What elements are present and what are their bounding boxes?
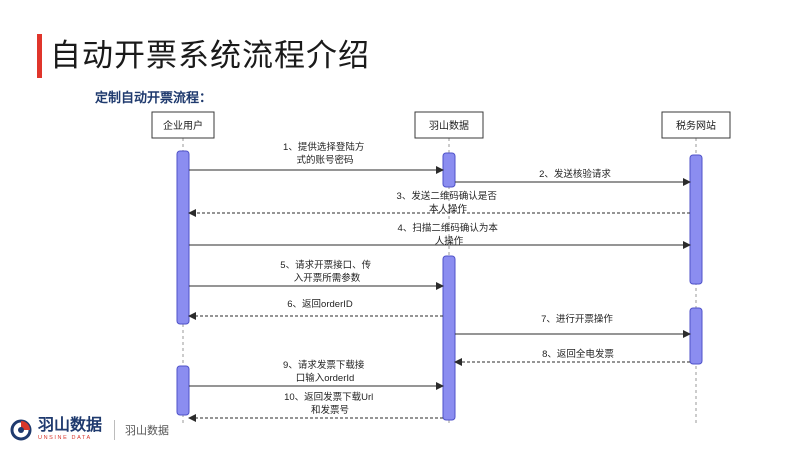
message-5-line-2: 入开票所需参数 — [294, 272, 361, 284]
slide-title: 自动开票系统流程介绍 — [50, 38, 370, 73]
svg-text:5、请求开票接口、传 入开票所需参数: 5、请求开票接口、传 入开票所需参数 — [280, 259, 373, 284]
brand-separator — [114, 419, 116, 440]
message-1: 1、提供选择登陆方 式的账号密码 — [189, 141, 444, 174]
brand-footer: 羽山数据 UNSINE DATA 羽山数据 — [10, 418, 169, 442]
svg-text:2、发送核验请求: 2、发送核验请求 — [539, 168, 611, 180]
message-2: 2、发送核验请求 — [455, 168, 691, 186]
yushan-logo-icon — [10, 419, 32, 441]
message-8-line-1: 8、返回全电发票 — [542, 348, 614, 360]
svg-text:1、提供选择登陆方 式的账号密码: 1、提供选择登陆方 式的账号密码 — [283, 141, 367, 166]
brand-en: UNSINE DATA — [38, 435, 92, 441]
svg-text:7、进行开票操作: 7、进行开票操作 — [541, 313, 613, 325]
message-3-line-1: 3、发送二维码确认是否 — [397, 190, 498, 202]
slide-subtitle: 定制自动开票流程： — [95, 90, 213, 105]
activation-user-1 — [176, 150, 190, 325]
activation-tax-2 — [689, 307, 703, 365]
message-10-line-2: 和发票号 — [311, 404, 349, 416]
message-6-line-1: 6、返回orderID — [287, 298, 353, 310]
activation-tax-1 — [689, 154, 703, 285]
activation-yushan-1 — [442, 152, 456, 188]
message-4-line-2: 人操作 — [435, 235, 464, 247]
message-4-line-1: 4、扫描二维码确认为本 — [398, 222, 499, 234]
message-2-line-1: 2、发送核验请求 — [539, 168, 611, 180]
actor-label-tax-website: 税务网站 — [676, 119, 716, 132]
actor-label-yushan-data: 羽山数据 — [429, 119, 469, 132]
message-1-line-1: 1、提供选择登陆方 — [283, 141, 364, 153]
actor-yushan-data: 羽山数据 — [414, 111, 484, 139]
brand-text: 羽山数据 UNSINE DATA — [38, 418, 102, 442]
svg-text:10、返回发票下载Url 和发票号: 10、返回发票下载Url 和发票号 — [284, 391, 376, 416]
message-9-line-1: 9、请求发票下载接 — [283, 359, 365, 371]
message-6: 6、返回orderID — [188, 298, 443, 320]
actor-enterprise-user: 企业用户 — [151, 111, 215, 139]
message-10: 10、返回发票下载Url 和发票号 — [188, 391, 443, 422]
message-5: 5、请求开票接口、传 入开票所需参数 — [189, 259, 444, 290]
svg-text:9、请求发票下载接 口输入orderId: 9、请求发票下载接 口输入orderId — [283, 359, 367, 384]
title-accent-bar — [37, 34, 42, 78]
svg-text:3、发送二维码确认是否 本人操作: 3、发送二维码确认是否 本人操作 — [397, 190, 500, 215]
message-3: 3、发送二维码确认是否 本人操作 — [188, 190, 690, 217]
svg-text:4、扫描二维码确认为本 人操作: 4、扫描二维码确认为本 人操作 — [398, 222, 501, 247]
activation-yushan-2 — [442, 255, 456, 421]
message-9: 9、请求发票下载接 口输入orderId — [189, 359, 444, 390]
actor-tax-website: 税务网站 — [661, 111, 731, 139]
message-4: 4、扫描二维码确认为本 人操作 — [189, 222, 691, 249]
message-7: 7、进行开票操作 — [455, 313, 691, 338]
message-3-line-2: 本人操作 — [429, 203, 468, 215]
message-10-line-1: 10、返回发票下载Url — [284, 391, 373, 403]
brand-sub: 羽山数据 — [125, 424, 170, 437]
svg-text:6、返回orderID: 6、返回orderID — [287, 298, 353, 310]
message-8: 8、返回全电发票 — [454, 348, 690, 366]
activation-user-2 — [176, 365, 190, 416]
brand-name: 羽山数据 — [38, 417, 103, 434]
message-9-line-2: 口输入orderId — [296, 372, 355, 384]
svg-text:8、返回全电发票: 8、返回全电发票 — [542, 348, 614, 360]
message-7-line-1: 7、进行开票操作 — [541, 313, 613, 325]
actor-label-enterprise-user: 企业用户 — [163, 119, 203, 132]
message-5-line-1: 5、请求开票接口、传 — [280, 259, 371, 271]
message-1-line-2: 式的账号密码 — [296, 154, 353, 166]
